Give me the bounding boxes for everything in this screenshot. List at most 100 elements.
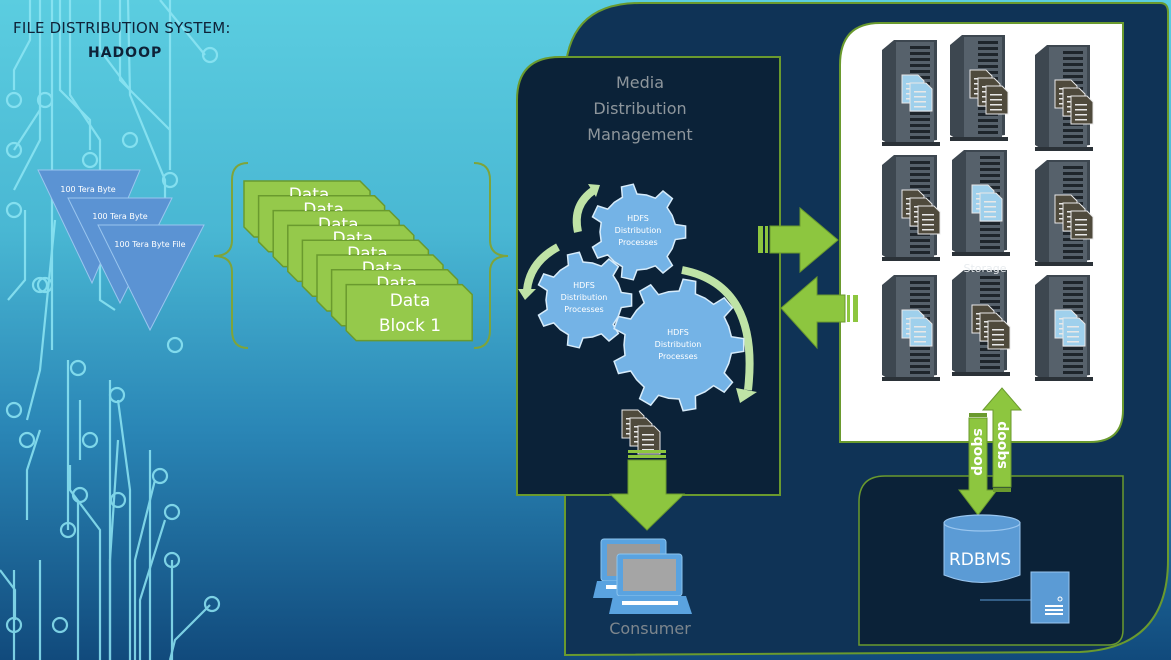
server-tower-icon [1035, 160, 1094, 266]
circuit-node [121, 131, 139, 149]
circuit-node [163, 551, 181, 569]
document-line [984, 206, 996, 208]
circuit-node [71, 486, 89, 504]
circuit-trace [25, 429, 42, 520]
document-line [992, 344, 1004, 346]
document-line [990, 99, 1002, 101]
circuit-trace [58, 0, 92, 150]
circuit-node [108, 386, 126, 404]
data-block-label: Data [288, 185, 330, 196]
document-line [922, 214, 934, 216]
server-tower-icon [882, 275, 940, 381]
gear-label: HDFS Distribution Processes [638, 327, 718, 363]
document-line [990, 104, 1002, 106]
title-line: Distribution [593, 99, 687, 118]
gear-label-line: HDFS [667, 328, 689, 337]
circuit-node [163, 503, 181, 521]
arrow-from-storage [780, 275, 858, 350]
server-tower-icon [1035, 275, 1093, 381]
document-line [642, 434, 654, 436]
document-line [990, 94, 1002, 96]
circuit-trace [12, 0, 32, 90]
file-triangle-label: 100 Tera Byte [60, 185, 116, 194]
circuit-node [36, 91, 54, 109]
rotation-arrowhead-top [588, 184, 600, 197]
document-line [914, 326, 926, 328]
rotation-arrow-right [681, 266, 754, 391]
left-brace [213, 162, 249, 349]
document-line [992, 339, 1004, 341]
sqoop-down-label: sqoop [970, 428, 986, 476]
circuit-node [59, 521, 77, 539]
data-block-label: Data [361, 259, 403, 270]
circuit-trace [108, 439, 120, 660]
document-line [990, 109, 1002, 111]
document-line [1067, 336, 1079, 338]
server-box-icon [980, 571, 1070, 624]
gear-label-line: Processes [658, 352, 698, 361]
data-block-label: Data Block 1 [350, 289, 470, 339]
document-line [922, 219, 934, 221]
document-line [914, 106, 926, 108]
document-line [914, 336, 926, 338]
circuit-trace [13, 0, 42, 191]
file-triangle-icon [97, 224, 205, 332]
circuit-trace [168, 604, 211, 660]
gear-icon [613, 278, 745, 412]
document-line [914, 341, 926, 343]
document-line [984, 216, 996, 218]
circuit-trace [116, 399, 132, 660]
circuit-trace [138, 519, 167, 660]
consumer-label: Consumer [609, 619, 691, 638]
rdbms-database-icon [943, 514, 1021, 583]
document-line [992, 334, 1004, 336]
title-line: Media [615, 73, 665, 92]
data-block-title: Data [389, 291, 431, 311]
circuit-node [161, 171, 179, 189]
slide-subtitle: HADOOP [88, 45, 163, 61]
data-block-label: Data [303, 199, 344, 211]
server-tower-icon [950, 35, 1009, 141]
data-block-label: Data [332, 229, 374, 241]
gear-label-line: HDFS [573, 281, 595, 290]
document-line [914, 101, 926, 103]
circuit-node [109, 491, 127, 509]
document-line [1075, 114, 1087, 116]
file-triangle-label: 100 Tera Byte [92, 212, 148, 221]
document-line [642, 449, 654, 451]
server-tower-icon [1035, 45, 1094, 151]
document-line [1075, 104, 1087, 106]
slide-title: FILE DISTRIBUTION SYSTEM: [13, 19, 231, 37]
document-line [984, 211, 996, 213]
arrow-to-consumer [608, 450, 686, 531]
circuit-trace [7, 210, 27, 301]
circuit-node [51, 616, 69, 634]
circuit-trace [68, 0, 116, 311]
document-line [914, 331, 926, 333]
rotation-arrowhead-left [518, 289, 536, 300]
circuit-node [81, 431, 99, 449]
document-stack [621, 409, 661, 455]
circuit-node [31, 276, 49, 294]
gear-icon [537, 251, 633, 349]
arrow-to-storage [758, 206, 839, 274]
data-block [345, 283, 473, 342]
sqoop-up-label: sqoop [994, 421, 1010, 469]
rotation-arrow-top [572, 186, 597, 233]
document-line [1075, 119, 1087, 121]
document-line [1067, 331, 1079, 333]
right-brace [473, 162, 509, 349]
circuit-node [18, 431, 36, 449]
circuit-node [69, 359, 87, 377]
gear-label-line: Processes [564, 305, 604, 314]
circuit-node [201, 46, 219, 64]
circuit-trace [25, 219, 57, 421]
circuit-trace [68, 465, 102, 660]
file-triangle-label: 100 Tera Byte File [114, 240, 186, 249]
circuit-trace [0, 569, 17, 620]
document-line [984, 201, 996, 203]
data-block-label: Data [376, 273, 417, 285]
circuit-node [166, 336, 184, 354]
document-line [914, 96, 926, 98]
rotation-arrowhead-right [736, 388, 757, 403]
